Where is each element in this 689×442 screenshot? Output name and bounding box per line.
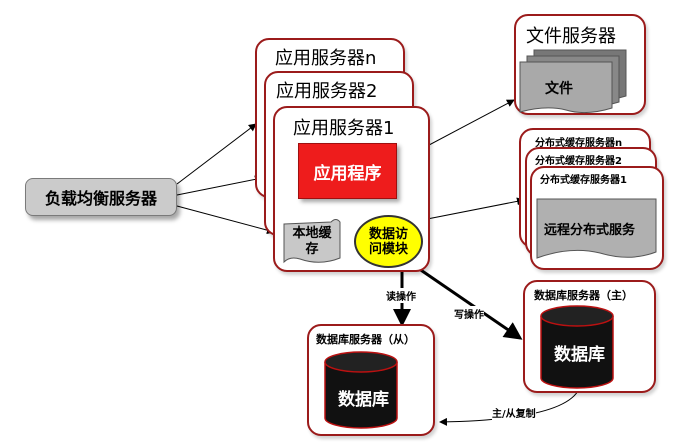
app-program-box: 应用程序 xyxy=(298,143,397,199)
remote-cache-label: 远程分布式服务 xyxy=(544,223,636,238)
db-slave-title: 数据库服务器（从） xyxy=(316,333,415,346)
cache-server-2-title: 分布式缓存服务器2 xyxy=(535,156,622,167)
local-cache-label: 本地缓存 xyxy=(292,226,332,257)
cache-server-1-title: 分布式缓存服务器1 xyxy=(540,175,627,186)
read-operation-label: 读操作 xyxy=(386,288,416,303)
db-slave-frame: 数据库服务器（从） xyxy=(307,324,435,436)
replication-label: 主/从复制 xyxy=(492,405,536,420)
arrow-to-cache-server xyxy=(411,197,525,223)
db-master-title: 数据库服务器（主） xyxy=(534,289,633,302)
db-master-label: 数据库 xyxy=(554,345,605,365)
write-operation-label: 写操作 xyxy=(454,306,484,321)
load-balancer-box: 负载均衡服务器 xyxy=(25,178,177,216)
file-label: 文件 xyxy=(545,81,573,97)
data-access-module-label: 数据访问模块 xyxy=(368,226,408,257)
arrow-write xyxy=(411,262,523,340)
app-server-n-title: 应用服务器n xyxy=(275,48,377,69)
cache-server-1-frame: 分布式缓存服务器1 xyxy=(530,166,664,270)
file-server-frame: 文件服务器 xyxy=(514,14,646,115)
app-server-2-title: 应用服务器2 xyxy=(276,81,378,102)
arrow-lb-to-server-1 xyxy=(176,205,275,235)
cache-server-n-title: 分布式缓存服务器n xyxy=(535,138,623,149)
app-server-1-title: 应用服务器1 xyxy=(293,118,395,139)
arrow-lb-to-server-2 xyxy=(176,175,263,196)
db-master-frame: 数据库服务器（主） xyxy=(523,280,656,393)
load-balancer-label: 负载均衡服务器 xyxy=(44,189,157,208)
data-access-module: 数据访问模块 xyxy=(354,215,423,268)
db-slave-label: 数据库 xyxy=(338,390,389,410)
app-program-label: 应用程序 xyxy=(313,163,382,184)
file-server-title: 文件服务器 xyxy=(526,26,616,47)
arrow-lb-to-server-n xyxy=(176,123,257,185)
